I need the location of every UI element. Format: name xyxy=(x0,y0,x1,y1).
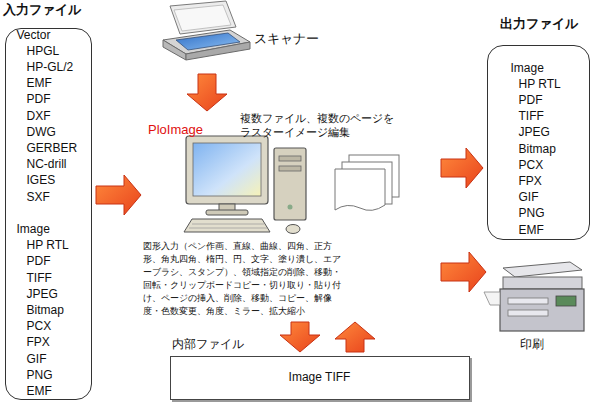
computer-icon xyxy=(184,136,306,234)
list-item: TIFF xyxy=(519,109,544,123)
list-item: HP RTL xyxy=(519,77,561,91)
list-item: PCX xyxy=(27,319,52,333)
block-arrow xyxy=(96,175,141,215)
node-heading: スキャナー xyxy=(254,31,319,47)
list-item: PDF xyxy=(27,92,51,106)
node-heading: 内部ファイル xyxy=(172,337,244,351)
list-item: EMF xyxy=(27,384,52,398)
node-heading: 入力ファイル xyxy=(3,2,81,18)
block-arrow xyxy=(335,322,375,352)
list-item: PNG xyxy=(27,368,53,382)
printer-icon xyxy=(484,262,584,331)
list-item: HP-GL/2 xyxy=(27,60,74,74)
list-item: Bitmap xyxy=(519,142,556,156)
list-item: GIF xyxy=(27,352,47,366)
list-item: DWG xyxy=(27,125,56,139)
list-item: PNG xyxy=(519,206,545,220)
list-item: Image TIFF xyxy=(170,370,470,384)
list-heading: Image xyxy=(17,222,50,236)
list-item: SXF xyxy=(27,190,50,204)
list-item: Bitmap xyxy=(27,303,64,317)
note-text: 複数ファイル、複数のページをラスターイメージ編集 xyxy=(240,111,397,139)
list-item: TIFF xyxy=(27,271,52,285)
list-item: GERBER xyxy=(27,141,78,155)
list-item: PDF xyxy=(27,254,51,268)
block-arrow xyxy=(280,322,320,352)
list-heading: Vector xyxy=(17,28,51,42)
block-arrow xyxy=(441,252,486,292)
feature-list-text: 図形入力（ペン作画、直線、曲線、四角、正方形、角丸四角、楕円、円、文字、塗り潰し… xyxy=(143,240,349,318)
list-item: PCX xyxy=(519,158,544,172)
list-item: IGES xyxy=(27,173,56,187)
output-file-box: 出力ファイルImageHP RTLPDFTIFFJPEGBitmapPCXFPX… xyxy=(487,45,590,240)
scanner-node: スキャナー xyxy=(150,2,300,70)
list-heading: Image xyxy=(511,61,544,75)
input-file-box: 入力ファイルVectorHPGLHP-GL/2EMFPDFDXFDWGGERBE… xyxy=(5,28,92,400)
printer-node: 印刷 xyxy=(490,255,590,355)
list-item: EMF xyxy=(27,76,52,90)
list-item: HP RTL xyxy=(27,238,69,252)
list-item: FPX xyxy=(27,335,50,349)
list-item: FPX xyxy=(519,174,542,188)
block-arrow xyxy=(441,148,483,188)
scanner-icon xyxy=(163,1,250,60)
pages-icon xyxy=(335,155,399,210)
list-item: NC-drill xyxy=(27,157,67,171)
list-item: DXF xyxy=(27,109,51,123)
internal-file-box: 内部ファイルImage TIFF xyxy=(170,356,470,400)
block-arrow xyxy=(187,74,227,111)
list-item: HPGL xyxy=(27,44,60,58)
list-item: JPEG xyxy=(519,125,550,139)
list-item: PDF xyxy=(519,93,543,107)
node-heading: 出力ファイル xyxy=(500,16,578,32)
list-item: GIF xyxy=(519,190,539,204)
list-item: EMF xyxy=(519,223,544,237)
list-item: JPEG xyxy=(27,287,58,301)
node-heading: 印刷 xyxy=(520,337,544,351)
node-heading: PloImage xyxy=(148,122,203,138)
